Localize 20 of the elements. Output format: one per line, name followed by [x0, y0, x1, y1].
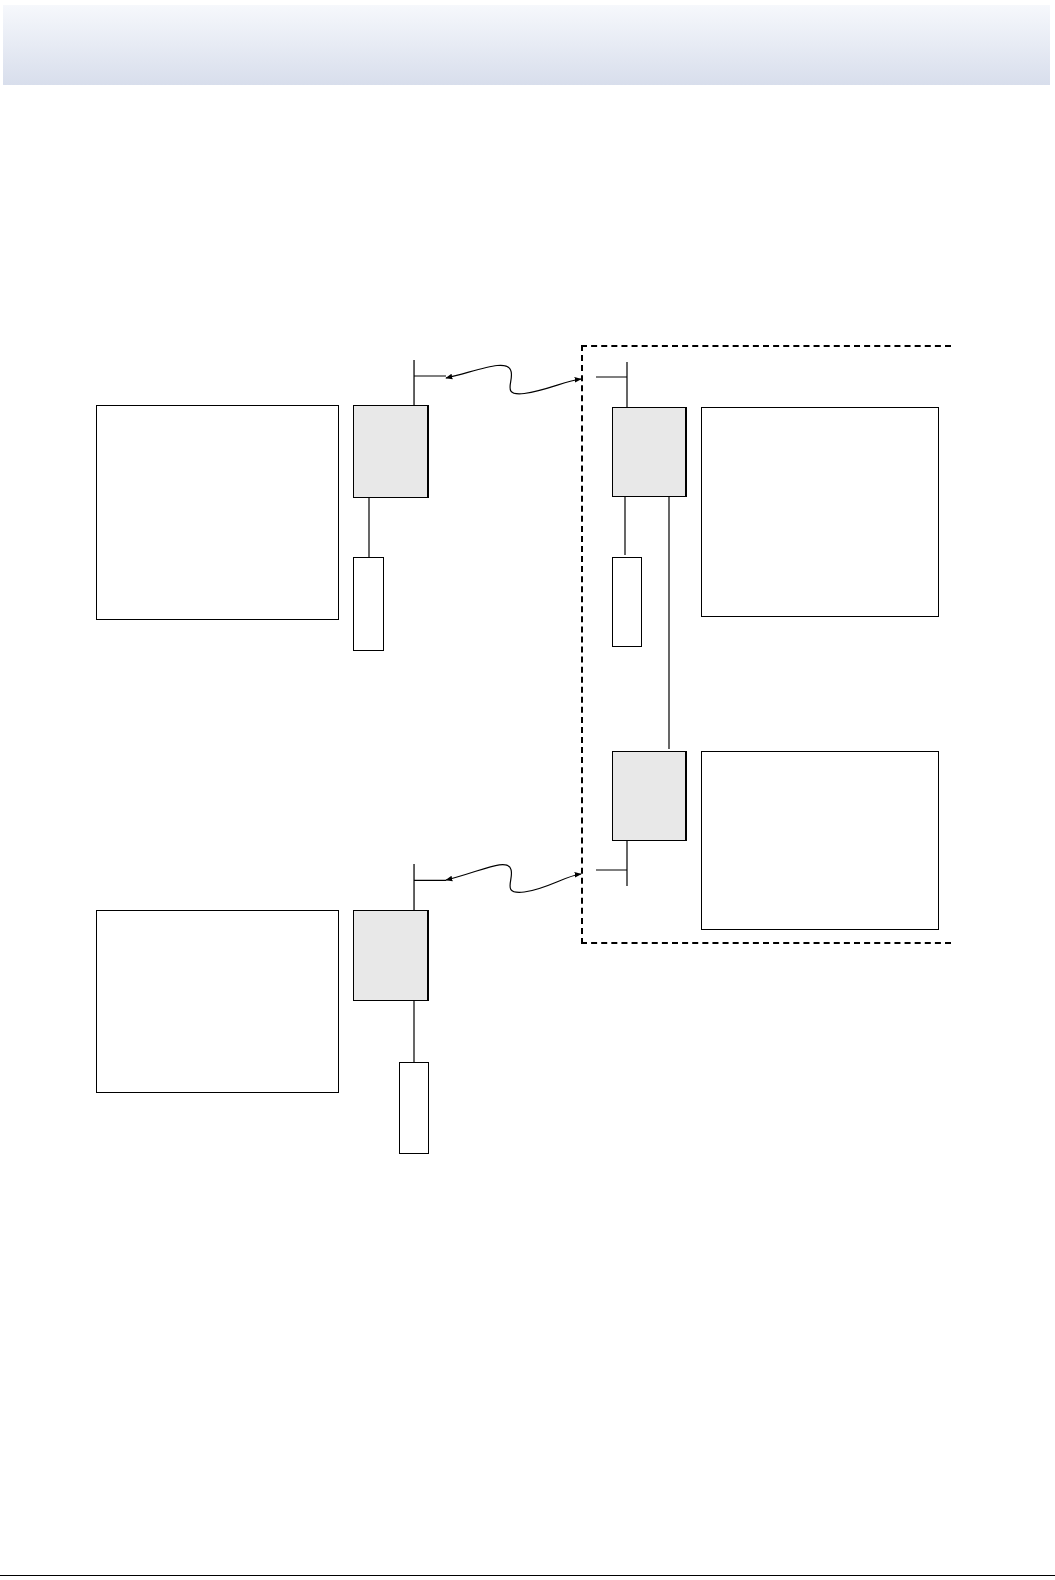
- shaded-box: [612, 407, 687, 497]
- dashed-boundary: [581, 345, 951, 944]
- antenna-icon: [413, 864, 446, 910]
- shaded-box: [612, 751, 687, 841]
- box: [96, 910, 339, 1093]
- box: [399, 1062, 429, 1154]
- box: [701, 407, 939, 617]
- connector-line: [413, 1000, 415, 1063]
- box: [96, 405, 339, 620]
- box: [353, 557, 384, 651]
- wavy-arrow: [445, 364, 582, 395]
- box: [612, 557, 642, 647]
- connector-line: [368, 497, 370, 558]
- box: [701, 751, 939, 930]
- antenna-icon: [596, 841, 628, 886]
- wavy-arrow: [445, 863, 582, 893]
- antenna-icon: [596, 362, 628, 407]
- shaded-box: [353, 405, 429, 498]
- antenna-icon: [413, 360, 446, 405]
- shaded-box: [353, 910, 429, 1001]
